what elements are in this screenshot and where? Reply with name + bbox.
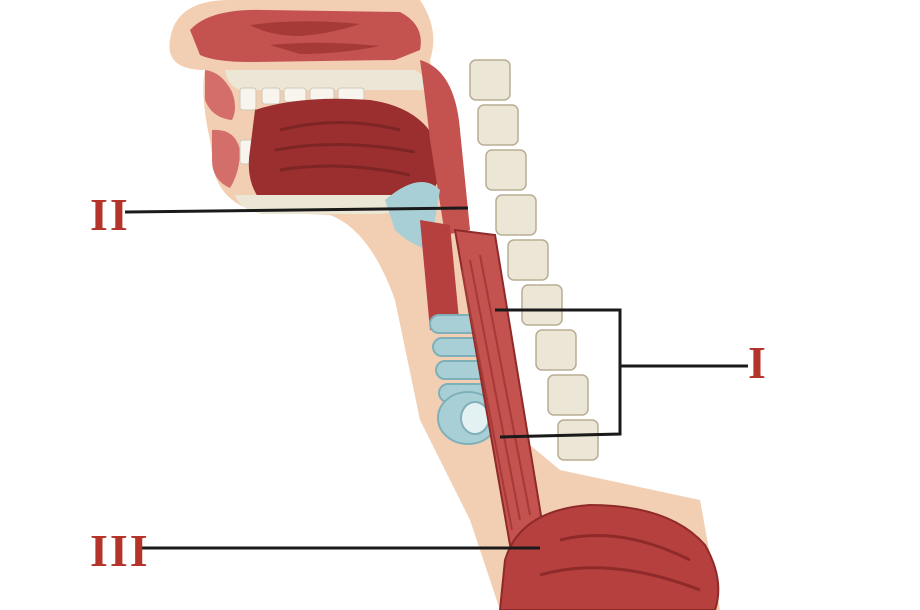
pharynx [420,60,470,235]
leader-line-2 [124,206,469,214]
upper-lip [205,70,235,120]
label-roman-two: II [90,189,130,240]
nasal-conchae [250,21,380,54]
larynx [420,220,460,330]
vertebral-column [469,59,599,461]
lower-lip [212,129,240,188]
tongue [248,98,441,200]
stomach [498,503,720,610]
stomach-folds [539,534,701,592]
label-roman-one: I [748,337,768,388]
leader-lines [124,206,748,550]
esophagus-fibers [461,254,531,531]
tongue-texture [274,121,416,177]
nasal-cavity [190,9,421,62]
label-roman-three: III [90,525,150,576]
bracket-1 [495,308,622,439]
trachea-lumen [460,401,490,435]
hard-palate [225,70,429,90]
